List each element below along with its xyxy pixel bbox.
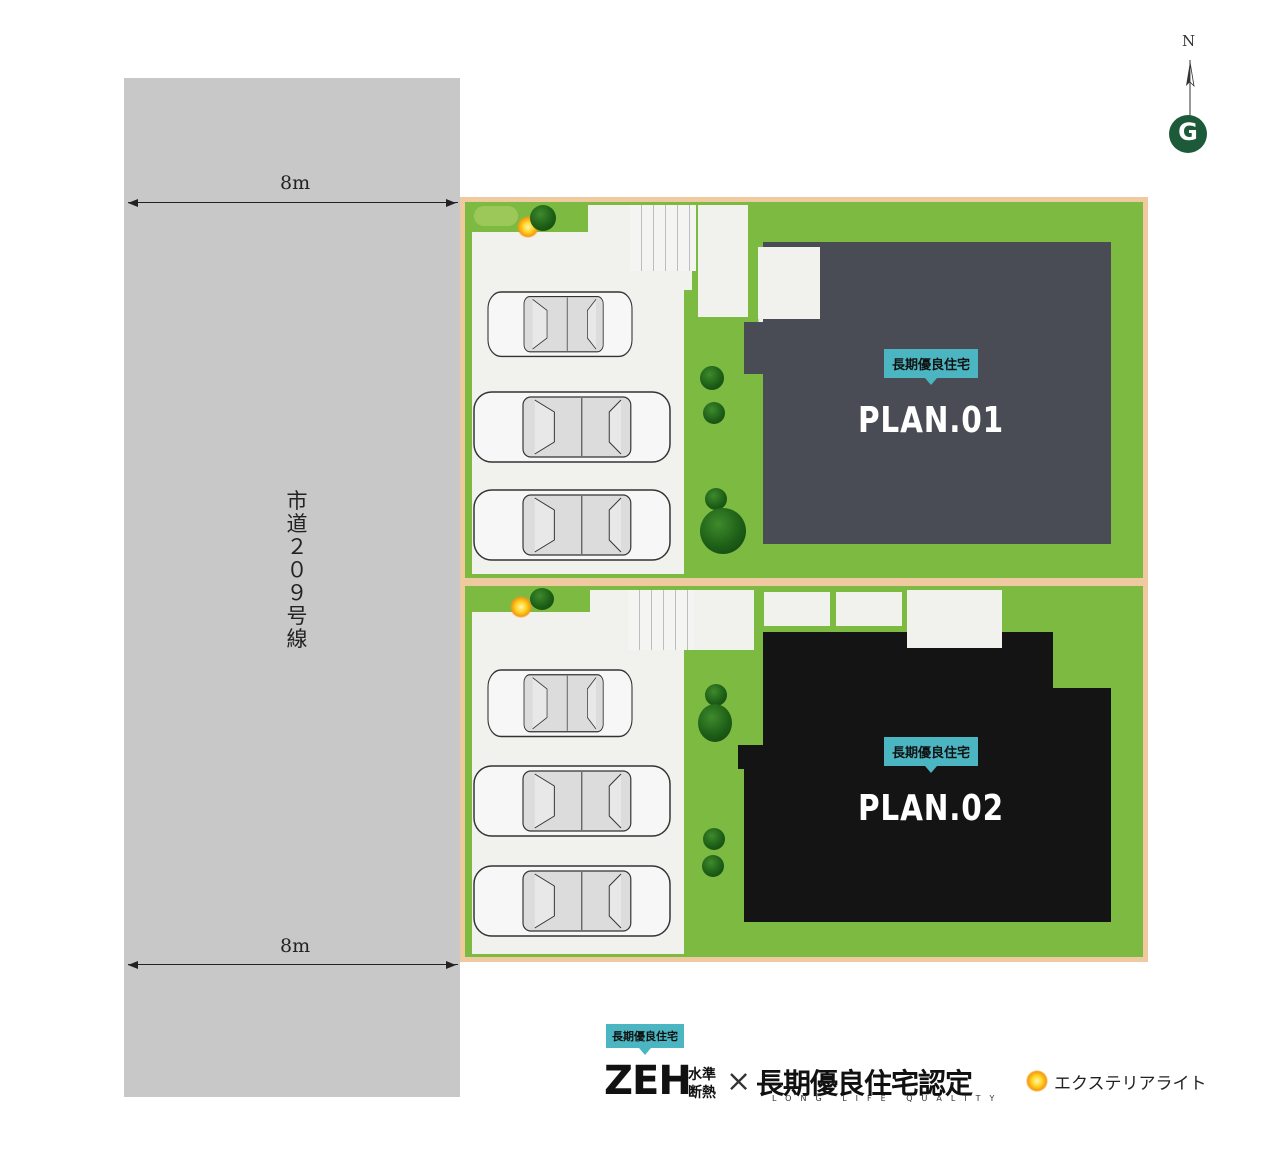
- stairs-lot1: [630, 205, 696, 271]
- logo-zeh-sub2: 断熱: [688, 1085, 716, 1101]
- road-name-char: ９: [286, 581, 308, 605]
- plan01-title: PLAN.01: [857, 400, 1005, 441]
- walkway-lot1: [698, 205, 748, 317]
- tree: [530, 205, 556, 231]
- tree: [702, 855, 724, 877]
- road-name-char: 市: [286, 489, 308, 513]
- north-label: N: [1182, 32, 1196, 50]
- road: [124, 78, 460, 1097]
- legend-light-icon: [1026, 1070, 1048, 1092]
- house-plan02: [744, 765, 764, 922]
- tree: [705, 684, 727, 706]
- exterior-light: [510, 596, 532, 618]
- road-name-char: 線: [286, 627, 308, 651]
- car: [473, 765, 671, 837]
- logo-zeh: ZEH: [604, 1058, 692, 1104]
- tree: [703, 402, 725, 424]
- dimension-bottom-line: [128, 964, 458, 965]
- house-plan02: [1050, 688, 1111, 922]
- stairs-lot2: [628, 590, 694, 650]
- dimension-top-label: 8m: [280, 172, 311, 194]
- logo-times: ×: [726, 1064, 752, 1099]
- dimension-arrow-icon: [128, 961, 456, 969]
- car: [473, 489, 671, 561]
- house-plan02: [763, 632, 1053, 922]
- road-name: 市 道 ２ ０ ９ 号 線: [282, 490, 312, 651]
- tree: [530, 588, 554, 610]
- road-name-char: ２: [286, 535, 308, 559]
- tree: [700, 366, 724, 390]
- car: [473, 865, 671, 937]
- logo-zeh-sub1: 水準: [688, 1067, 716, 1083]
- tree: [698, 704, 732, 742]
- house-plan01: [744, 322, 774, 374]
- walkway-lot2: [764, 592, 830, 626]
- plan02-badge: 長期優良住宅: [884, 737, 979, 773]
- walkway-lot2: [836, 592, 902, 626]
- logo-badge: 長期優良住宅: [606, 1024, 684, 1055]
- tree: [703, 828, 725, 850]
- car: [487, 291, 633, 358]
- legend-exterior-light-label: エクステリアライト: [1054, 1074, 1207, 1094]
- car: [473, 391, 671, 463]
- house-plan01: [763, 242, 1111, 544]
- compass-emblem-letter: G: [1178, 118, 1198, 146]
- porch-lot2: [907, 590, 1002, 648]
- hedge: [474, 206, 518, 226]
- dimension-bottom-label: 8m: [280, 935, 311, 957]
- road-name-char: 号: [286, 604, 308, 628]
- logo-tagline: LONG LIFE QUALITY: [772, 1094, 1004, 1103]
- plan01-badge: 長期優良住宅: [884, 349, 979, 385]
- logo-certification: 長期優良住宅認定: [756, 1067, 973, 1100]
- tree: [705, 488, 727, 510]
- dimension-top-line: [128, 202, 458, 203]
- road-name-char: ０: [286, 558, 308, 582]
- dimension-arrow-icon: [128, 199, 456, 207]
- porch-lot1: [758, 247, 820, 319]
- compass: N G: [1160, 30, 1220, 160]
- tree: [700, 508, 746, 554]
- road-name-char: 道: [286, 512, 308, 536]
- compass-emblem-icon: [1169, 115, 1207, 153]
- car: [487, 669, 633, 738]
- certification-logo: 長期優良住宅 ZEH 水準 断熱 × 長期優良住宅認定 LONG LIFE QU…: [600, 1020, 1020, 1110]
- plan02-title: PLAN.02: [857, 788, 1005, 829]
